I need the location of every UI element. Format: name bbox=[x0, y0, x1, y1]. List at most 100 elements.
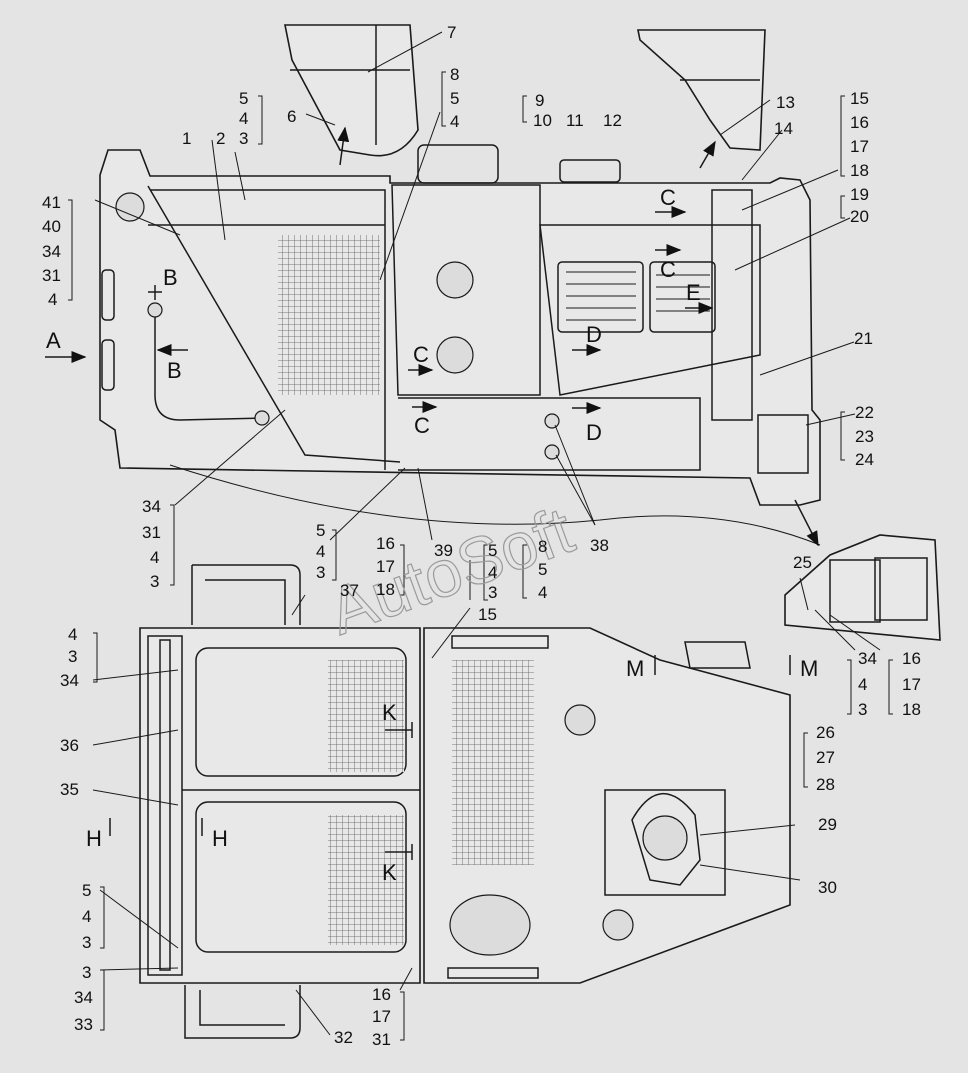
callout-4-top: 4 bbox=[450, 112, 459, 131]
section-b-bottom: B bbox=[167, 358, 182, 383]
callout-13: 13 bbox=[776, 93, 795, 112]
section-d-1: D bbox=[586, 322, 602, 347]
callout-36: 36 bbox=[60, 736, 79, 755]
callout-16-bottom: 16 bbox=[372, 985, 391, 1004]
callout-10: 10 bbox=[533, 111, 552, 130]
callout-31-mid: 31 bbox=[142, 523, 161, 542]
callout-17-right: 17 bbox=[902, 675, 921, 694]
section-m-right: M bbox=[800, 656, 818, 681]
callout-22: 22 bbox=[855, 403, 874, 422]
callout-26: 26 bbox=[816, 723, 835, 742]
callout-35: 35 bbox=[60, 780, 79, 799]
callout-18-top: 18 bbox=[850, 161, 869, 180]
section-m-left: M bbox=[626, 656, 644, 681]
callout-34-lower: 34 bbox=[60, 671, 79, 690]
lower-left-view bbox=[139, 564, 421, 1039]
callout-6: 6 bbox=[287, 107, 296, 126]
callout-5-top: 5 bbox=[450, 89, 459, 108]
callout-11: 11 bbox=[566, 111, 584, 130]
callout-5-d: 5 bbox=[538, 560, 547, 579]
callout-12: 12 bbox=[603, 111, 622, 130]
callout-4-b: 4 bbox=[316, 542, 325, 561]
callout-34-left: 34 bbox=[42, 242, 61, 261]
callout-4-mid: 4 bbox=[150, 548, 159, 567]
callout-3-lower: 3 bbox=[68, 647, 77, 666]
callout-23: 23 bbox=[855, 427, 874, 446]
callout-4-lower: 4 bbox=[68, 625, 77, 644]
callout-1: 1 bbox=[182, 129, 191, 148]
callout-3-bottom-b: 3 bbox=[82, 963, 91, 982]
callout-39: 39 bbox=[434, 541, 453, 560]
callout-24: 24 bbox=[855, 450, 874, 469]
callout-34-bottom: 34 bbox=[74, 988, 93, 1007]
callout-18-right: 18 bbox=[902, 700, 921, 719]
callout-41: 41 bbox=[42, 193, 61, 212]
view-arrows bbox=[45, 126, 819, 860]
callout-17-top: 17 bbox=[850, 137, 869, 156]
section-c-3: C bbox=[660, 185, 676, 210]
callout-19: 19 bbox=[850, 185, 869, 204]
callout-16-right: 16 bbox=[902, 649, 921, 668]
callout-15-mid: 15 bbox=[478, 605, 497, 624]
section-b-top: B bbox=[163, 265, 178, 290]
callout-14: 14 bbox=[774, 119, 793, 138]
callout-20: 20 bbox=[850, 207, 869, 226]
callout-3-a: 3 bbox=[239, 129, 248, 148]
section-d-2: D bbox=[586, 420, 602, 445]
callout-37: 37 bbox=[340, 581, 359, 600]
callout-3-bottom: 3 bbox=[82, 933, 91, 952]
upper-view bbox=[99, 144, 821, 506]
callout-34-mid: 34 bbox=[142, 497, 161, 516]
callout-40: 40 bbox=[42, 217, 61, 236]
callout-16-top: 16 bbox=[850, 113, 869, 132]
callout-8-mid: 8 bbox=[538, 537, 547, 556]
detail-view-6-7 bbox=[284, 24, 419, 157]
callout-5-bottom: 5 bbox=[82, 881, 91, 900]
section-a: A bbox=[46, 328, 61, 353]
section-letters: A B B C C C C D D E H H K K M M bbox=[46, 185, 818, 885]
callout-34-right: 34 bbox=[858, 649, 877, 668]
callout-3-b: 3 bbox=[316, 563, 325, 582]
callout-21: 21 bbox=[854, 329, 873, 348]
callout-3-mid: 3 bbox=[150, 572, 159, 591]
connector-curve bbox=[169, 464, 821, 546]
callout-4-c: 4 bbox=[488, 563, 497, 582]
lower-right-view bbox=[423, 627, 791, 984]
callout-32: 32 bbox=[334, 1028, 353, 1047]
section-e: E bbox=[686, 280, 701, 305]
callout-4-right: 4 bbox=[858, 675, 867, 694]
callout-16-mid: 16 bbox=[376, 534, 395, 553]
section-k-top: K bbox=[382, 700, 397, 725]
section-h-left: H bbox=[86, 826, 102, 851]
detail-view-25 bbox=[784, 534, 941, 641]
callout-18-mid: 18 bbox=[376, 580, 395, 599]
callout-5-c: 5 bbox=[488, 541, 497, 560]
callout-15-top: 15 bbox=[850, 89, 869, 108]
callout-17-mid: 17 bbox=[376, 557, 395, 576]
callout-31-left: 31 bbox=[42, 266, 61, 285]
callout-25: 25 bbox=[793, 553, 812, 572]
callout-2: 2 bbox=[216, 129, 225, 148]
callout-4-bottom: 4 bbox=[82, 907, 91, 926]
callout-4-d: 4 bbox=[538, 583, 547, 602]
callout-3-right: 3 bbox=[858, 700, 867, 719]
callout-8-top: 8 bbox=[450, 65, 459, 84]
callout-27: 27 bbox=[816, 748, 835, 767]
leader-lines bbox=[68, 31, 893, 1041]
callout-31-bottom: 31 bbox=[372, 1030, 391, 1049]
callout-17-bottom: 17 bbox=[372, 1007, 391, 1026]
callout-5-a: 5 bbox=[239, 89, 248, 108]
callout-7: 7 bbox=[447, 23, 456, 42]
detail-view-13 bbox=[637, 29, 766, 151]
callout-labels: 7 8 5 4 5 4 3 6 1 2 9 10 11 12 13 14 15 … bbox=[42, 23, 921, 1049]
callout-38: 38 bbox=[590, 536, 609, 555]
section-c-4: C bbox=[660, 257, 676, 282]
callout-4-a: 4 bbox=[239, 109, 248, 128]
section-k-bottom: K bbox=[382, 860, 397, 885]
callout-33: 33 bbox=[74, 1015, 93, 1034]
callout-28: 28 bbox=[816, 775, 835, 794]
callout-9: 9 bbox=[535, 91, 544, 110]
callout-5-b: 5 bbox=[316, 521, 325, 540]
callout-29: 29 bbox=[818, 815, 837, 834]
